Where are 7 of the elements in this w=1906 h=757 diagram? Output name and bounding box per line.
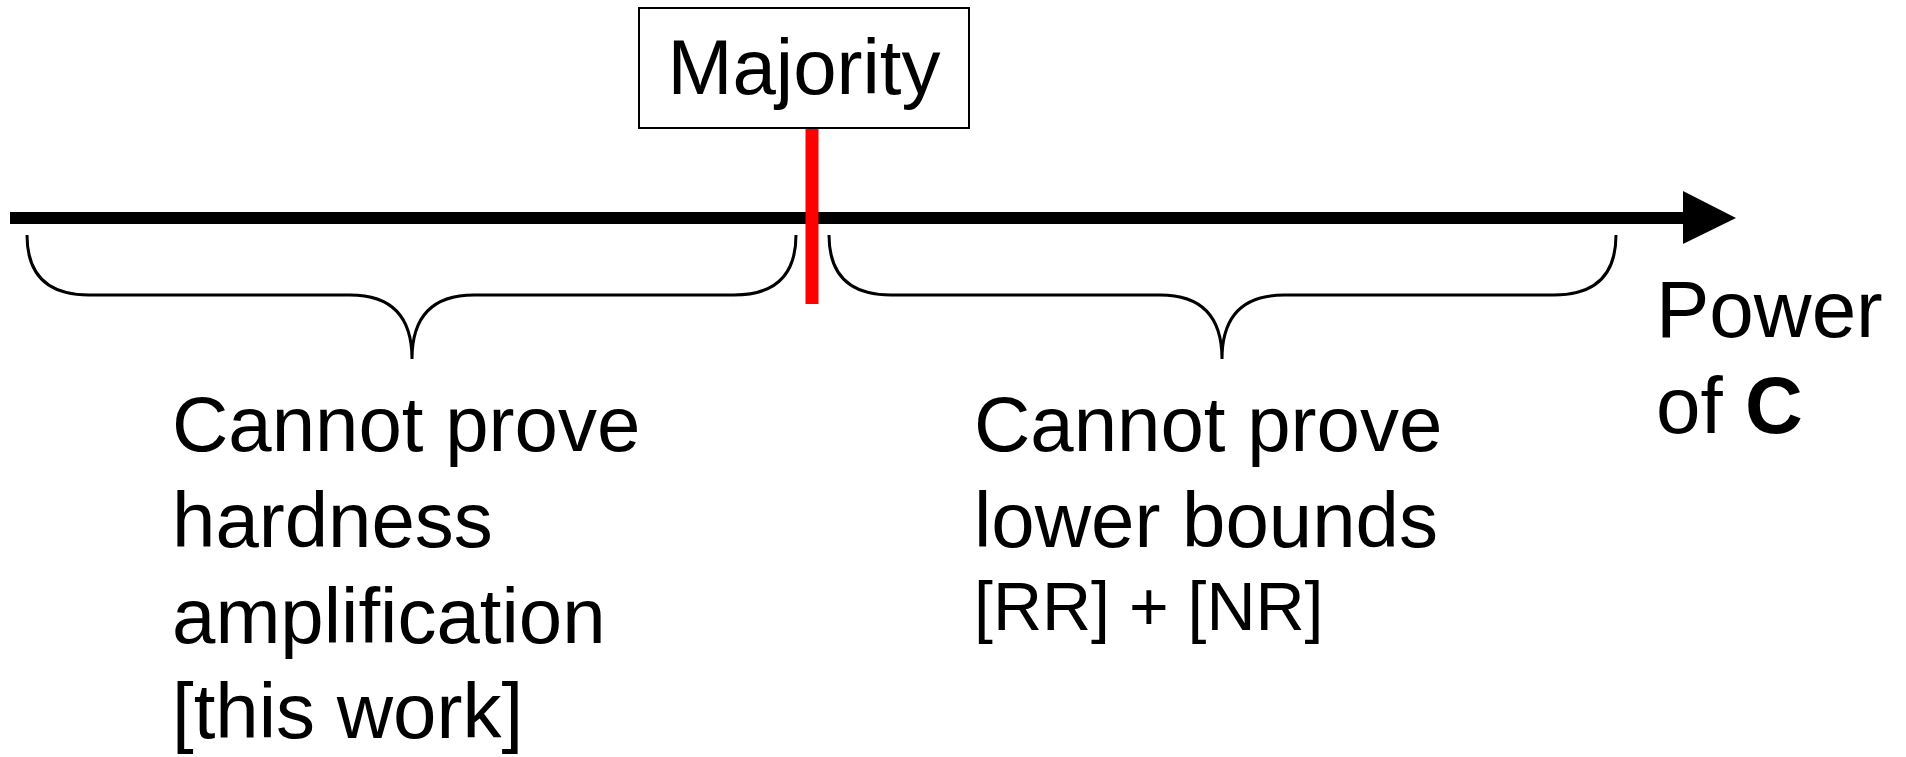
annotation-text: [this work] [172,668,525,754]
annotation-text: Power of C [1656,264,1884,452]
annotation-text: [RR] + [NR] [974,567,1325,646]
annotation-text: Cannot prove lower bounds [974,379,1444,566]
label-box [638,7,970,129]
annotation-text: Cannot prove hardness amplification [172,379,642,662]
box-label: Majority [667,25,941,111]
